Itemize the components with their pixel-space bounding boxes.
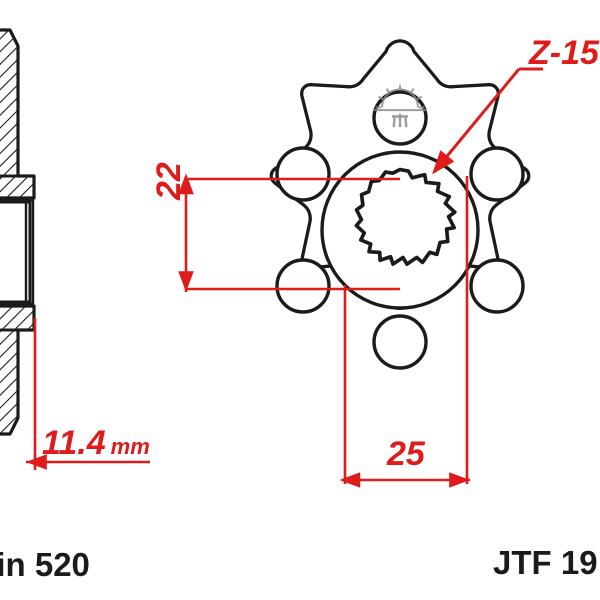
dimension-11-4 [25, 318, 150, 470]
front-view [269, 39, 531, 370]
lightening-hole [469, 146, 525, 202]
section-view [0, 28, 36, 436]
dimension-25 [339, 176, 470, 488]
rising-sun-logo [373, 84, 427, 128]
section-lower-rim [0, 304, 36, 436]
lightening-holes [275, 90, 525, 370]
lightening-hole [372, 314, 428, 370]
lightening-hole [469, 258, 525, 314]
lightening-hole [275, 258, 331, 314]
dimension-22 [178, 173, 400, 292]
section-upper-rim [0, 28, 36, 200]
thickness-unit: mm [110, 434, 150, 459]
footer-part-number: JTF 19 [493, 544, 598, 581]
thickness-value: 11.4 [42, 424, 106, 462]
callout-label-z15: Z-15 [529, 34, 599, 72]
internal-spline [354, 167, 457, 266]
dimension-label-22: 22 [150, 162, 188, 200]
section-web [0, 200, 32, 304]
callout-leader-z15 [432, 67, 543, 175]
lightening-hole [275, 146, 331, 202]
dimension-label-25: 25 [387, 435, 425, 473]
footer-chain-spec: ain 520 [0, 546, 90, 583]
